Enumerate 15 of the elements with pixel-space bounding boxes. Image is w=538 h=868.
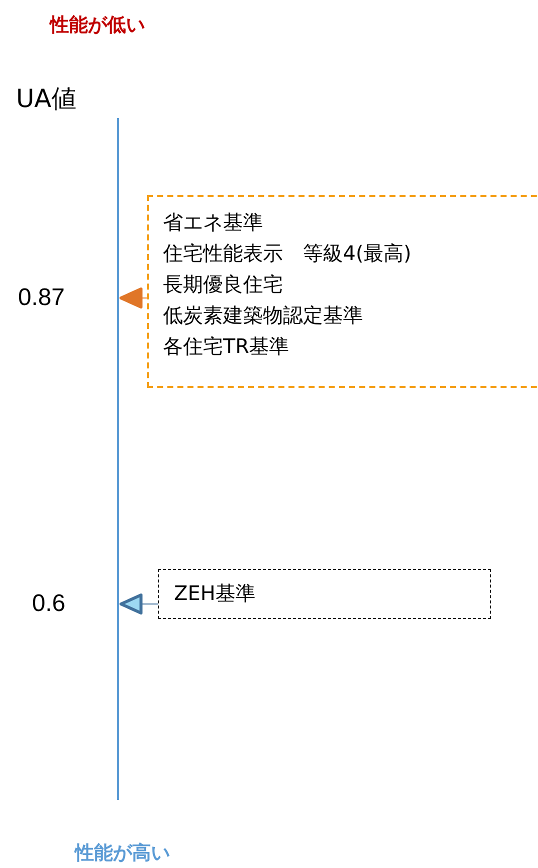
tick-label: 0.6 [32, 590, 66, 618]
list-item: 低炭素建築物認定基準 [163, 302, 363, 329]
list-item: 省エネ基準 [163, 209, 263, 236]
arrow [120, 288, 148, 308]
dashed-box [147, 195, 538, 388]
list-item: 住宅性能表示 等級4(最高) [163, 240, 412, 267]
list-item: 各住宅TR基準 [163, 333, 290, 360]
axis-title: UA値 [16, 83, 76, 115]
tick-label: 0.87 [18, 284, 65, 312]
list-item: ZEH基準 [174, 580, 256, 607]
arrow [120, 594, 158, 614]
heading: 性能が高い [75, 841, 170, 866]
heading: 性能が低い [50, 13, 145, 38]
list-item: 長期優良住宅 [163, 271, 283, 298]
dashed-box [158, 569, 491, 619]
